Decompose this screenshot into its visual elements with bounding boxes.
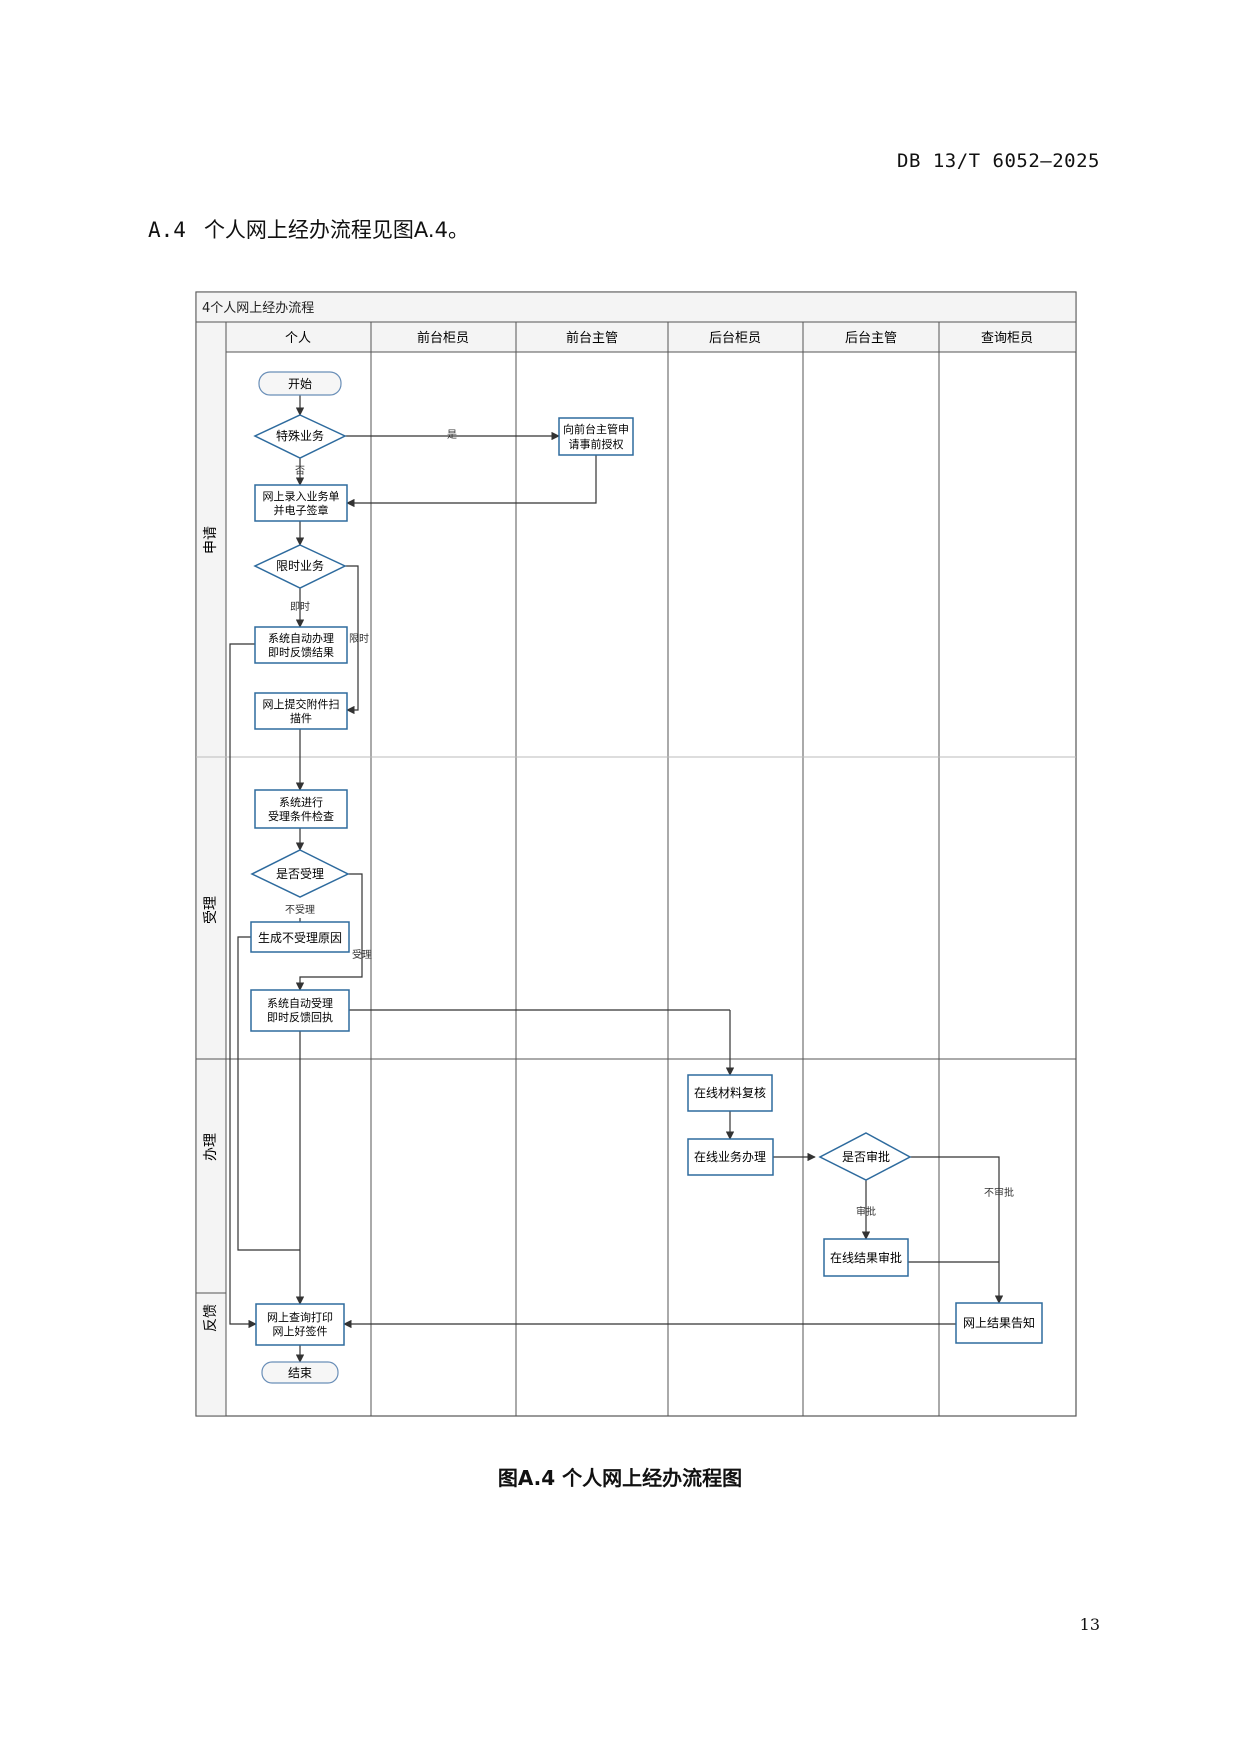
reject-reason-box — [250, 921, 350, 953]
acceptance-check-line1: 系统进行 — [279, 796, 323, 809]
lane-label-query-teller: 查询柜员 — [981, 331, 1033, 346]
edge-label-instant: 即时 — [290, 601, 310, 613]
timed-business-label: 限时业务 — [276, 558, 324, 573]
auto-handle-line1: 系统自动办理 — [268, 632, 334, 645]
diagram-title: 4个人网上经办流程 — [202, 301, 314, 316]
result-approval-label: 在线结果审批 — [830, 1250, 902, 1265]
material-review-label: 在线材料复核 — [694, 1086, 766, 1100]
connectors — [229, 395, 1004, 1363]
authorization-request-box — [558, 417, 634, 456]
phase-label-apply: 申请 — [203, 526, 219, 554]
material-review-box — [687, 1074, 773, 1112]
special-business-decision — [253, 414, 347, 459]
submit-attachments-box — [254, 692, 348, 730]
submit-attachments-line2: 描件 — [290, 711, 312, 725]
section-number: A.4 — [148, 218, 186, 242]
result-approval-box — [823, 1238, 909, 1277]
edge-label-not-approve: 不审批 — [984, 1186, 1014, 1199]
figure-caption: 图A.4 个人网上经办流程图 — [497, 1466, 743, 1490]
approve-decision — [818, 1132, 912, 1181]
approve-decision-label: 是否审批 — [842, 1149, 890, 1164]
query-print-line1: 网上查询打印 — [267, 1310, 333, 1324]
authorization-request-line2: 请事前授权 — [569, 437, 624, 451]
lane-label-front-teller: 前台柜员 — [417, 330, 469, 346]
lane-label-front-supervisor: 前台主管 — [566, 330, 618, 346]
result-notify-box — [955, 1302, 1043, 1344]
lane-separators — [370, 322, 940, 1416]
section-title: 个人网上经办流程见图A.4。 — [203, 218, 469, 242]
edge-label-not-accept: 不受理 — [285, 904, 315, 916]
lane-label-back-supervisor: 后台主管 — [845, 331, 897, 346]
auto-accept-box — [250, 989, 350, 1032]
phase-label-accept: 受理 — [203, 896, 219, 924]
edge-label-no: 否 — [295, 465, 305, 477]
phase-column — [195, 321, 227, 1417]
phase-label-handle: 办理 — [203, 1133, 219, 1161]
end-node-label: 结束 — [288, 1366, 312, 1380]
start-node — [258, 371, 342, 396]
acceptance-check-line2: 受理条件检查 — [268, 809, 334, 823]
lane-header-bar — [225, 321, 1077, 353]
edge-label-accept: 受理 — [352, 949, 372, 961]
timed-business-decision — [253, 544, 347, 589]
online-entry-line1: 网上录入业务单 — [263, 490, 340, 503]
section-heading: A.4 个人网上经办流程见图A.4。 — [148, 214, 469, 244]
edge-label-approve: 审批 — [856, 1205, 876, 1218]
auto-handle-line2: 即时反馈结果 — [268, 646, 334, 659]
accept-decision — [250, 849, 350, 898]
auto-accept-line2: 即时反馈回执 — [267, 1010, 333, 1024]
reject-reason-label: 生成不受理原因 — [258, 931, 342, 945]
edge-label-limited: 限时 — [349, 633, 369, 645]
online-processing-label: 在线业务办理 — [694, 1149, 766, 1164]
auto-accept-line1: 系统自动受理 — [267, 997, 333, 1010]
start-node-label: 开始 — [288, 377, 312, 391]
online-processing-box — [687, 1138, 774, 1176]
authorization-request-line1: 向前台主管申 — [563, 422, 629, 436]
lane-label-back-teller: 后台柜员 — [709, 331, 761, 346]
edge-label-yes: 是 — [447, 429, 457, 441]
query-print-box — [255, 1303, 345, 1346]
page-number: 13 — [1079, 1615, 1100, 1634]
online-entry-box — [254, 484, 348, 522]
result-notify-label: 网上结果告知 — [963, 1316, 1035, 1330]
special-business-label: 特殊业务 — [276, 428, 324, 443]
acceptance-check-box — [254, 789, 348, 829]
submit-attachments-line1: 网上提交附件扫 — [263, 697, 340, 711]
diagram-title-bar — [195, 291, 1077, 323]
diagram-frame — [195, 291, 1077, 1417]
phase-label-feedback: 反馈 — [203, 1304, 219, 1332]
query-print-line2: 网上好签件 — [273, 1324, 328, 1338]
document-code: DB 13/T 6052—2025 — [897, 150, 1100, 172]
auto-handle-box — [254, 626, 348, 664]
end-node — [261, 1361, 339, 1384]
online-entry-line2: 并电子签章 — [274, 503, 329, 517]
accept-decision-label: 是否受理 — [276, 867, 324, 881]
lane-label-individual: 个人 — [285, 331, 311, 346]
